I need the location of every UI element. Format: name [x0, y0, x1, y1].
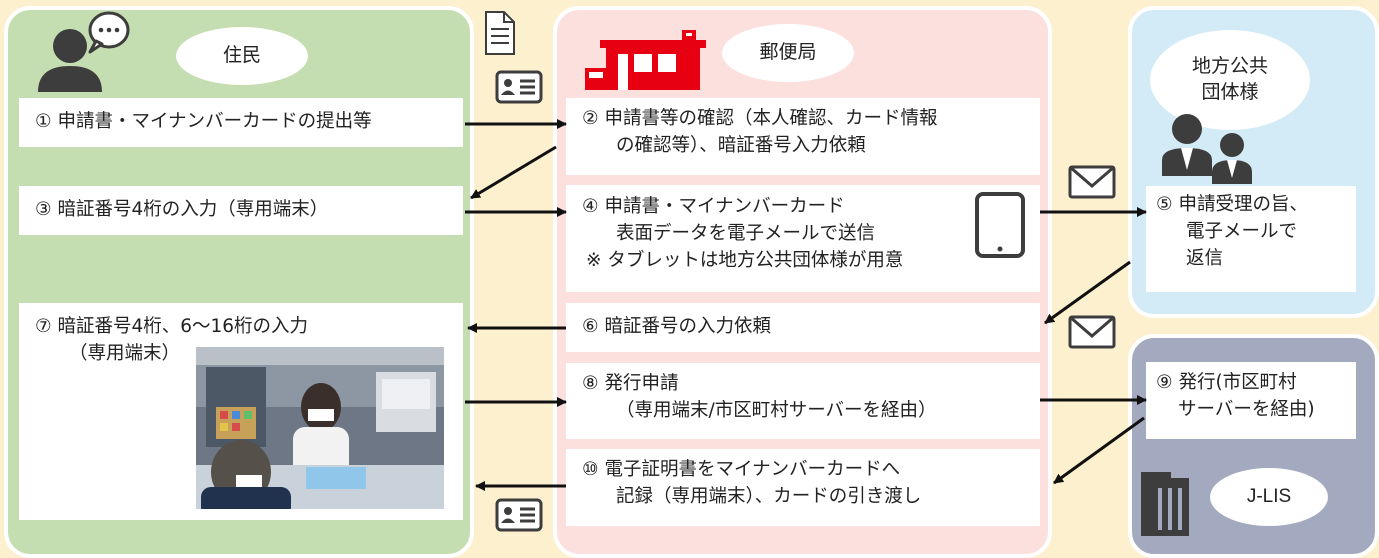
arrows — [465, 119, 1147, 491]
step-2-line-2: の確認等）、暗証番号入力依頼 — [616, 134, 866, 156]
step-8-line-2: （専用端末/市区町村サーバーを経由） — [616, 399, 937, 421]
envelope-icon — [1068, 165, 1116, 199]
post-office-icon — [585, 30, 706, 90]
local-gov-label: 地方公共 団体様 — [1150, 30, 1310, 130]
step-10-line-2: 記録（専用端末）、カードの引き渡し — [616, 485, 922, 507]
step-9-line-1: ⑨ 発行(市区町村 — [1156, 372, 1297, 393]
step-4-line-1: ④ 申請書・マイナンバーカード — [582, 196, 845, 217]
step-7-line-1: ⑦ 暗証番号4桁、6～16桁の入力 — [35, 316, 309, 337]
building-icon — [1141, 472, 1189, 536]
step-4-note: ※ タブレットは地方公共団体様が用意 — [586, 249, 904, 271]
arrow-step5-to-step6 — [1044, 260, 1131, 325]
resident-label: 住民 — [176, 27, 308, 85]
step-1-text: ① 申請書・マイナンバーカードの提出等 — [35, 111, 372, 132]
step-6-box: ⑥ 暗証番号の入力依頼 — [566, 303, 1040, 352]
id-card-icon — [495, 70, 543, 104]
person-speech-icon — [38, 11, 130, 92]
step-2-line-1: ② 申請書等の確認（本人確認、カード情報 — [582, 108, 938, 129]
step-3-text: ③ 暗証番号4桁の入力（専用端末） — [35, 199, 329, 220]
step-8-box: ⑧ 発行申請 （専用端末/市区町村サーバーを経由） — [566, 363, 1040, 439]
step-8-line-1: ⑧ 発行申請 — [582, 373, 679, 394]
step-4-box: ④ 申請書・マイナンバーカード 表面データを電子メールで送信 ※ タブレットは地… — [566, 185, 1040, 292]
jlis-label: J-LIS — [1210, 468, 1328, 526]
step-6-text: ⑥ 暗証番号の入力依頼 — [582, 316, 771, 337]
step-5-line-3: 返信 — [1186, 247, 1224, 269]
step-5-line-1: ⑤ 申請受理の旨、 — [1156, 194, 1308, 215]
arrow-step2-to-step3 — [470, 145, 557, 200]
step-7-line-2: （専用端末） — [69, 342, 181, 364]
tablet-icon — [975, 192, 1025, 258]
step-4-line-2: 表面データを電子メールで送信 — [616, 222, 876, 244]
document-icon — [485, 11, 515, 55]
officials-icon — [1162, 114, 1252, 184]
step-5-box: ⑤ 申請受理の旨、 電子メールで 返信 — [1146, 186, 1356, 292]
step-3-box: ③ 暗証番号4桁の入力（専用端末） — [19, 186, 463, 235]
step-5-line-2: 電子メールで — [1186, 220, 1298, 242]
envelope-icon-2 — [1068, 315, 1116, 349]
photo — [196, 347, 444, 509]
step-1-box: ① 申請書・マイナンバーカードの提出等 — [19, 98, 463, 147]
post-office-label: 郵便局 — [722, 24, 854, 82]
step-2-box: ② 申請書等の確認（本人確認、カード情報 の確認等）、暗証番号入力依頼 — [566, 98, 1040, 175]
step-10-line-1: ⑩ 電子証明書をマイナンバーカードへ — [582, 459, 901, 480]
step-9-box: ⑨ 発行(市区町村 サーバーを経由) — [1146, 362, 1356, 439]
step-10-box: ⑩ 電子証明書をマイナンバーカードへ 記録（専用端末）、カードの引き渡し — [566, 449, 1040, 526]
step-9-line-2: サーバーを経由) — [1178, 398, 1315, 420]
id-card-icon-bottom — [495, 498, 543, 532]
arrow-step9-to-step10 — [1053, 416, 1145, 485]
